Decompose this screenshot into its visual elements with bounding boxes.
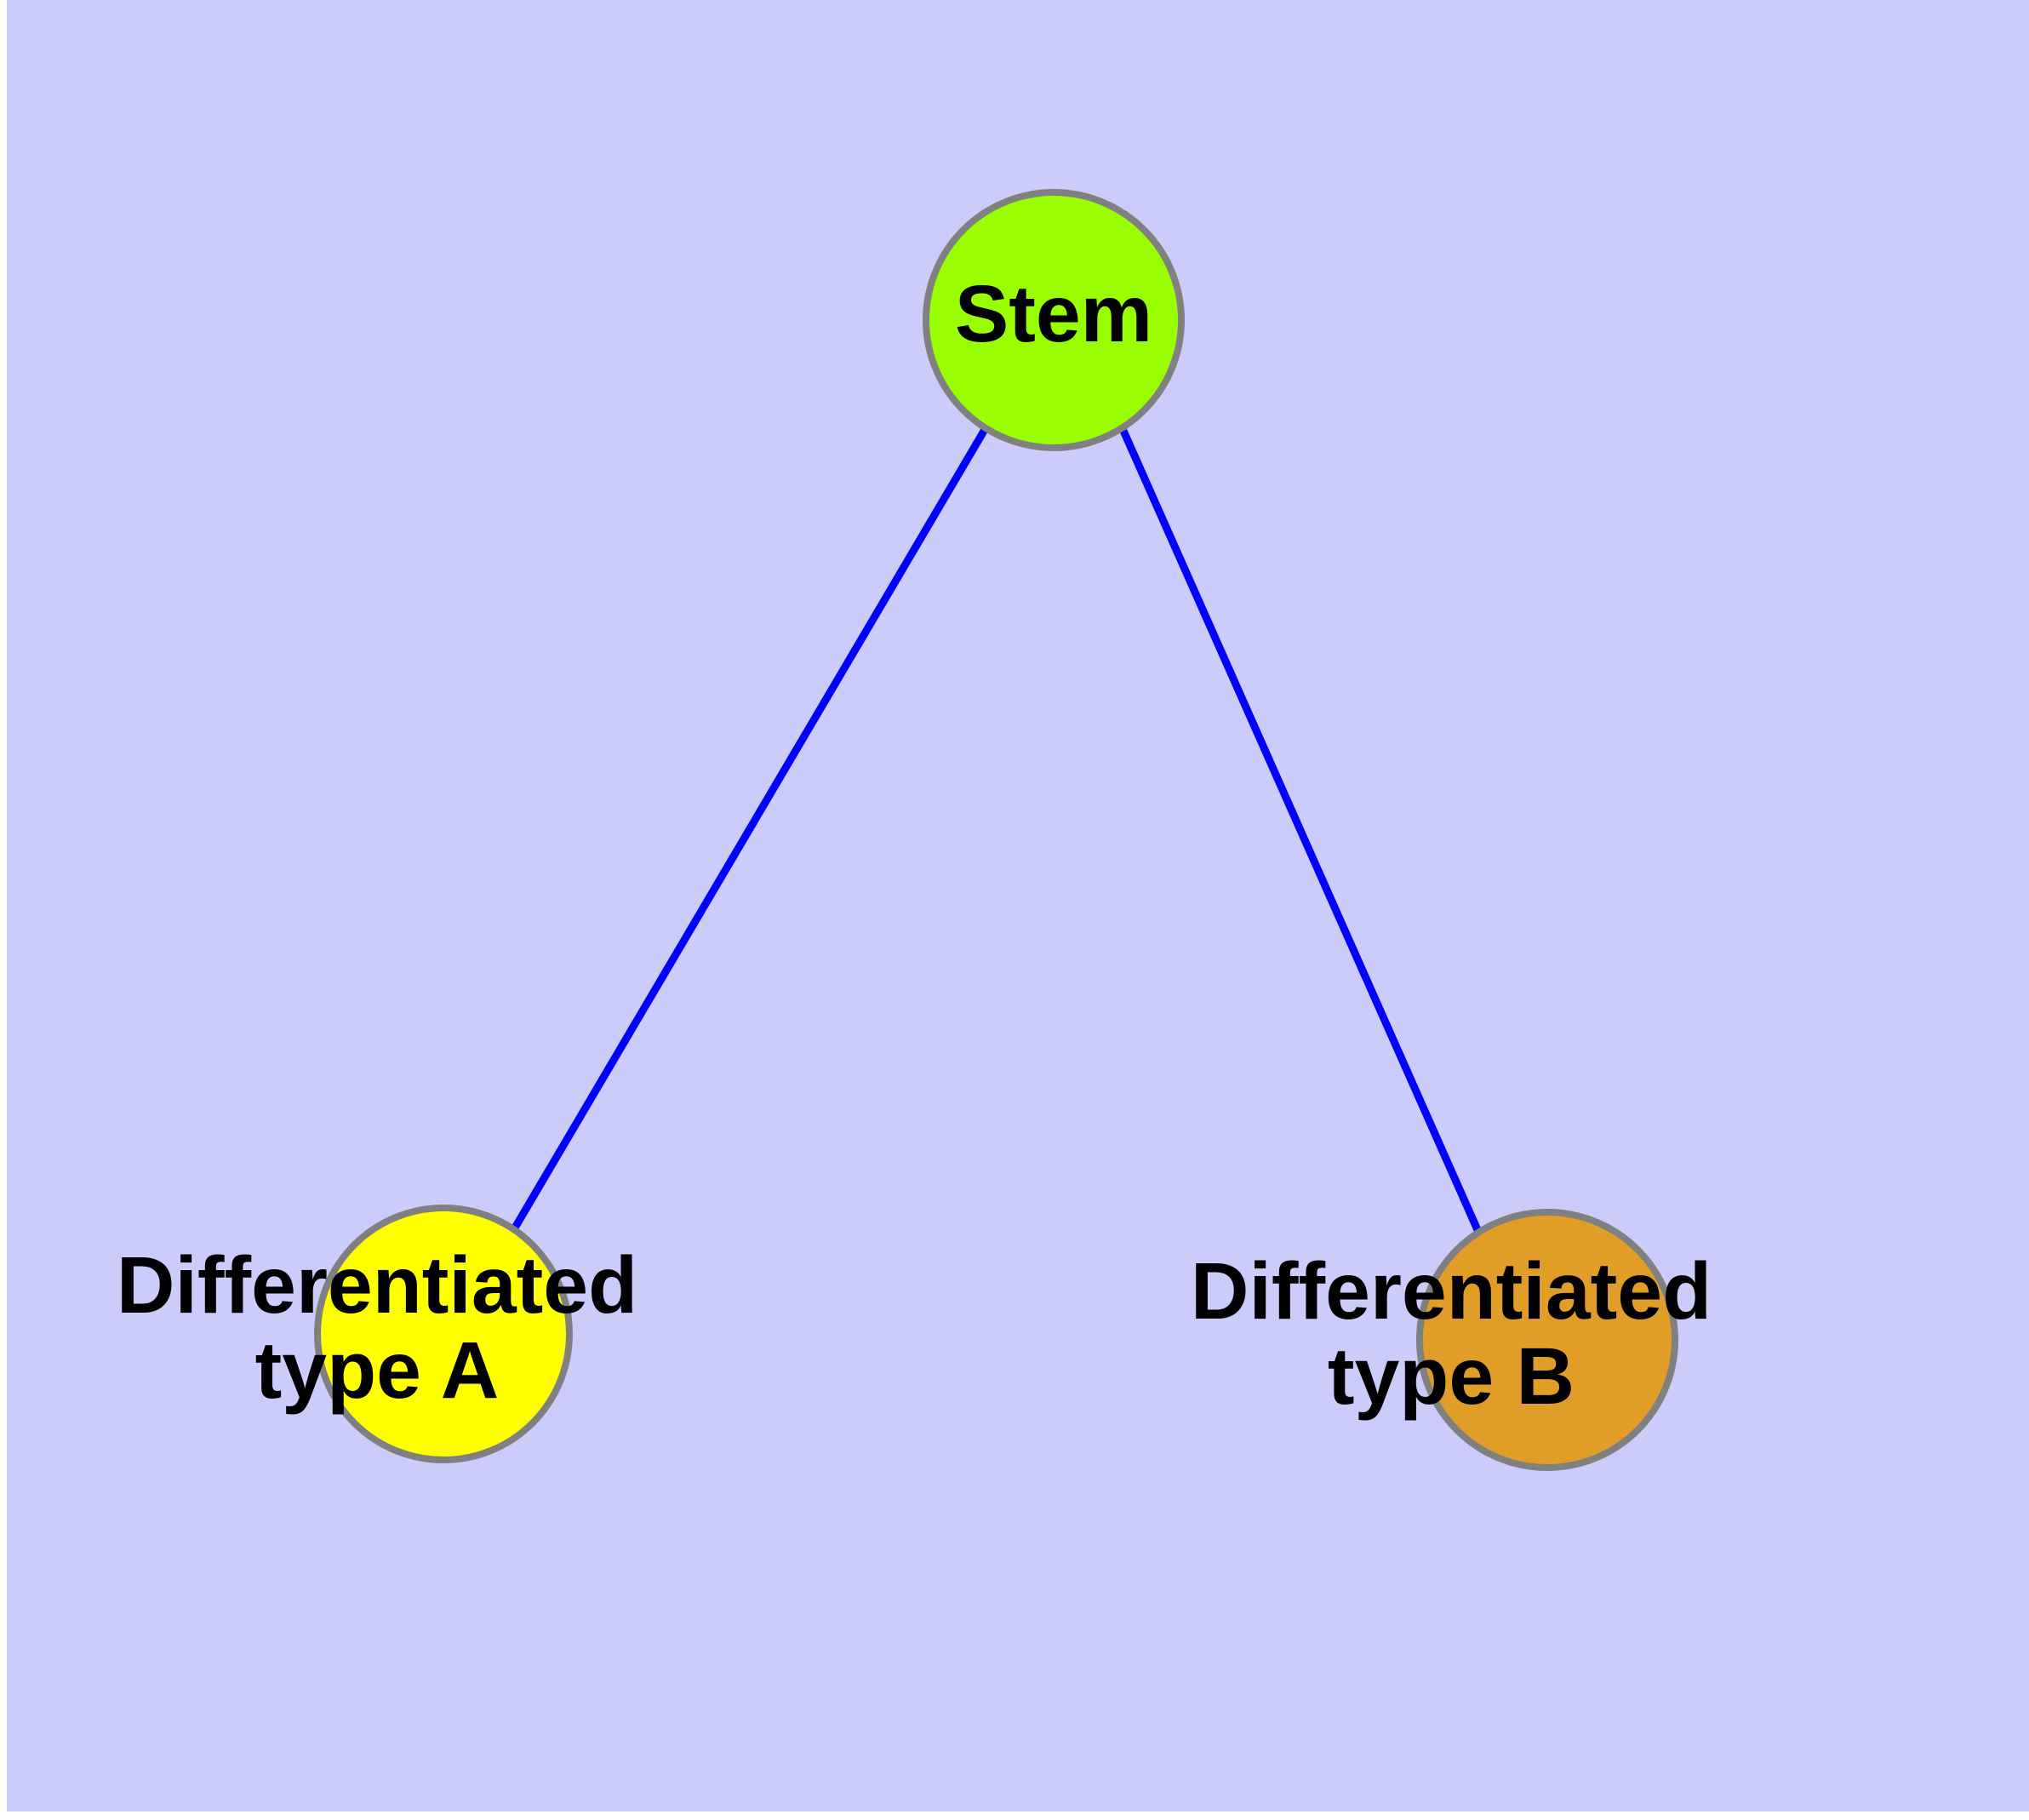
node-label-stem: Stem [955, 269, 1152, 359]
edge-stem-to-diff_a [511, 426, 989, 1232]
node-circle-diff_a[interactable] [314, 1205, 573, 1463]
node-label-line: Stem [955, 269, 1152, 359]
edge-stem-to-diff_b [1119, 429, 1483, 1233]
edges-layer [511, 426, 1483, 1233]
node-label-line: Differentiated [1191, 1246, 1712, 1336]
node-circle-stem[interactable] [923, 189, 1185, 451]
node-label-line: type B [1328, 1331, 1575, 1422]
nodes-layer [314, 189, 1678, 1471]
node-label-line: Differentiated [117, 1240, 637, 1331]
node-circle-diff_b[interactable] [1416, 1209, 1678, 1471]
node-label-line: type A [255, 1325, 500, 1416]
